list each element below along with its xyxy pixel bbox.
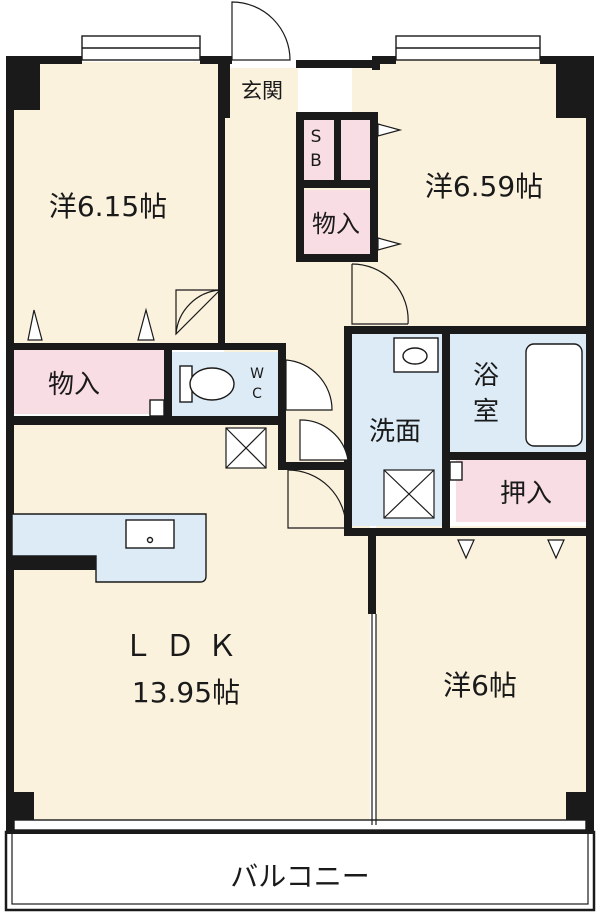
bathtub	[525, 343, 583, 447]
label-closet: 押入	[500, 479, 552, 509]
toilet-fixture	[179, 365, 235, 403]
entrance-floor	[230, 68, 298, 118]
label-shoe-box-s: S	[311, 127, 322, 147]
balcony-floor	[14, 832, 586, 907]
label-bath-1: 浴	[473, 361, 499, 391]
label-storage-w: 物入	[48, 370, 100, 400]
pipe-shaft	[149, 399, 165, 417]
door-swings	[175, 1, 409, 529]
balcony-rail	[4, 830, 596, 912]
sliding-partition	[371, 614, 377, 825]
pipe-shaft-2	[449, 461, 463, 481]
storage-ne-floor	[302, 190, 372, 258]
label-toilet-w: W	[250, 366, 264, 382]
nw-room-door-swing	[175, 289, 222, 336]
label-bath-2: 室	[473, 397, 499, 427]
storage-w-floor	[12, 350, 166, 414]
ldk-door-swing	[287, 470, 346, 529]
label-toilet-c: C	[252, 386, 262, 402]
room-labels: 洋6.15帖 洋6.59帖 洋6帖 ＬＤＫ 13.95帖 玄関 S B 物入 物…	[48, 79, 552, 893]
entrance-door-swing	[231, 1, 291, 61]
label-western-ne: 洋6.59帖	[425, 170, 543, 203]
label-balcony: バルコニー	[230, 860, 369, 893]
shoe-box	[300, 118, 336, 180]
toilet-door-swing	[285, 359, 333, 411]
label-ldk-size: 13.95帖	[132, 676, 240, 709]
washroom-door-swing	[299, 419, 349, 461]
room-western-nw	[12, 62, 224, 345]
shoe-box-2	[340, 118, 370, 180]
wash-basin	[393, 337, 439, 373]
ne-room-door-swing	[351, 264, 408, 325]
label-shoe-box-b: B	[310, 151, 322, 171]
windows	[13, 35, 587, 831]
label-ldk: ＬＤＫ	[123, 629, 249, 664]
room-western-ne	[352, 60, 588, 330]
room-western-s	[376, 526, 588, 825]
closet-doors	[27, 123, 565, 560]
label-entrance: 玄関	[241, 79, 283, 103]
label-western-nw: 洋6.15帖	[49, 190, 167, 223]
label-storage-ne: 物入	[312, 210, 360, 238]
label-washroom: 洗面	[369, 417, 421, 447]
closet-floor	[456, 460, 588, 522]
label-western-s: 洋6帖	[443, 669, 517, 702]
washer-pan	[383, 469, 435, 519]
ventilation-shaft	[225, 427, 267, 469]
kitchen-counter	[11, 513, 207, 583]
